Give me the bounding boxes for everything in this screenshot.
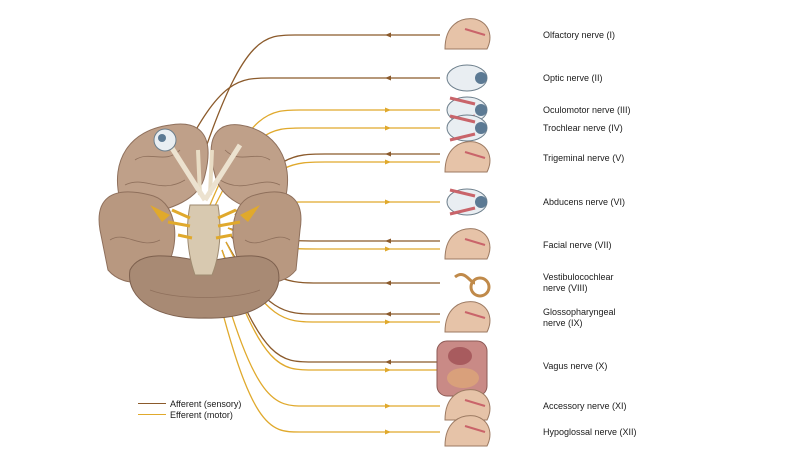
hypoglossal-efferent-arrow	[385, 429, 391, 435]
abducens-nerve-label: Abducens nerve (VI)	[543, 196, 626, 207]
throat-icon	[444, 301, 491, 333]
vestibulocochlear-afferent-arrow	[385, 280, 391, 286]
nerve-roots	[167, 208, 241, 240]
iris-icon	[158, 134, 166, 142]
legend-afferent: Afferent (sensory)	[138, 398, 241, 409]
vagus-afferent-arrow	[385, 359, 391, 365]
optic-tract	[167, 143, 243, 202]
optic-afferent-arrow	[385, 75, 391, 81]
vagus-efferent-arrow	[385, 367, 391, 373]
trigeminal-efferent-arrow	[385, 159, 391, 165]
accessory-nerve-label: Accessory nerve (XI)	[543, 400, 627, 411]
efferent-line-swatch	[138, 414, 166, 415]
eye-muscles-icon	[446, 114, 488, 142]
nose-icon	[444, 18, 491, 50]
facial-nerve-label: Facial nerve (VII)	[543, 239, 612, 250]
facial-efferent-arrow	[385, 246, 391, 252]
brainstem	[187, 204, 221, 276]
legend-afferent-label: Afferent (sensory)	[170, 398, 242, 409]
legend: Afferent (sensory) Efferent (motor)	[138, 398, 241, 420]
face-icon	[444, 228, 491, 260]
hypoglossal-efferent-line	[209, 261, 440, 433]
tongue-icon	[444, 415, 491, 447]
vestibulocochlear-nerve-label: Vestibulocochlear nerve (VIII)	[543, 272, 614, 293]
accessory-efferent-arrow	[385, 403, 391, 409]
trigeminal-ganglion	[150, 205, 260, 222]
oculomotor-efferent-arrow	[385, 107, 391, 113]
viscera-icon	[436, 340, 488, 397]
trigeminal-afferent-arrow	[385, 151, 391, 157]
afferent-line-swatch	[138, 403, 166, 404]
glossopharyngeal-afferent-arrow	[385, 311, 391, 317]
trochlear-efferent-arrow	[385, 125, 391, 131]
legend-efferent: Efferent (motor)	[138, 409, 241, 420]
gyri-lines	[109, 149, 291, 298]
abducens-efferent-arrow	[385, 199, 391, 205]
frontal-lobe-left	[116, 123, 209, 216]
olfactory-afferent-arrow	[385, 32, 391, 38]
facial-afferent-arrow	[385, 238, 391, 244]
cerebellum	[129, 255, 280, 319]
olfactory-afferent-line	[204, 34, 440, 151]
glossopharyngeal-efferent-arrow	[385, 319, 391, 325]
vagus-nerve-label: Vagus nerve (X)	[543, 360, 608, 371]
trochlear-nerve-label: Trochlear nerve (IV)	[543, 122, 623, 133]
eye-muscles-icon	[446, 188, 488, 216]
trigeminal-nerve-label: Trigeminal nerve (V)	[543, 152, 625, 163]
olfactory-nerve-label: Olfactory nerve (I)	[543, 29, 616, 40]
optic-nerve-label: Optic nerve (II)	[543, 72, 603, 83]
legend-efferent-label: Efferent (motor)	[170, 409, 233, 420]
brain-inferior-view	[98, 123, 302, 319]
eye-icon	[446, 64, 488, 92]
target-organs	[436, 18, 491, 447]
oculomotor-nerve-label: Oculomotor nerve (III)	[543, 104, 631, 115]
face-jaw-icon	[444, 141, 491, 173]
inner-ear-icon	[454, 273, 491, 298]
glossopharyngeal-nerve-label: Glossopharyngeal nerve (IX)	[543, 307, 616, 328]
hypoglossal-nerve-label: Hypoglossal nerve (XII)	[543, 426, 637, 437]
neck-muscles-icon	[444, 389, 491, 421]
